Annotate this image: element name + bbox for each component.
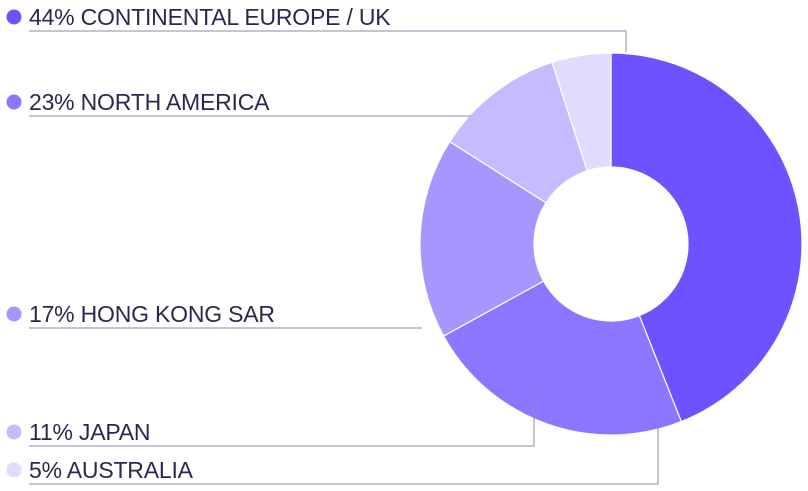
slice-australia: [551, 52, 612, 172]
leader-line-japan: [29, 395, 535, 447]
legend-label-japan: 11% JAPAN: [29, 419, 150, 445]
legend-dot-hong-kong-sar: [6, 306, 22, 322]
legend-group: 44% CONTINENTAL EUROPE / UK 23% NORTH AME…: [6, 4, 391, 483]
legend-dot-continental-europe-uk: [6, 9, 22, 25]
legend-dot-japan: [6, 424, 22, 440]
slices-group: [419, 52, 803, 436]
legend-label-continental-europe-uk: 44% CONTINENTAL EUROPE / UK: [29, 4, 391, 30]
slice-continental-europe-uk: [610, 52, 803, 423]
leader-line-australia: [29, 428, 659, 485]
slice-hong-kong-sar: [419, 140, 547, 337]
legend-dot-australia: [6, 462, 22, 478]
legend-label-north-america: 23% NORTH AMERICA: [29, 89, 270, 115]
legend-label-hong-kong-sar: 17% HONG KONG SAR: [29, 301, 275, 327]
leader-line-continental-europe-uk: [29, 30, 627, 52]
legend-label-australia: 5% AUSTRALIA: [29, 457, 194, 483]
slice-north-america: [442, 280, 683, 436]
legend-dot-north-america: [6, 94, 22, 110]
leader-lines-group: [29, 30, 659, 485]
